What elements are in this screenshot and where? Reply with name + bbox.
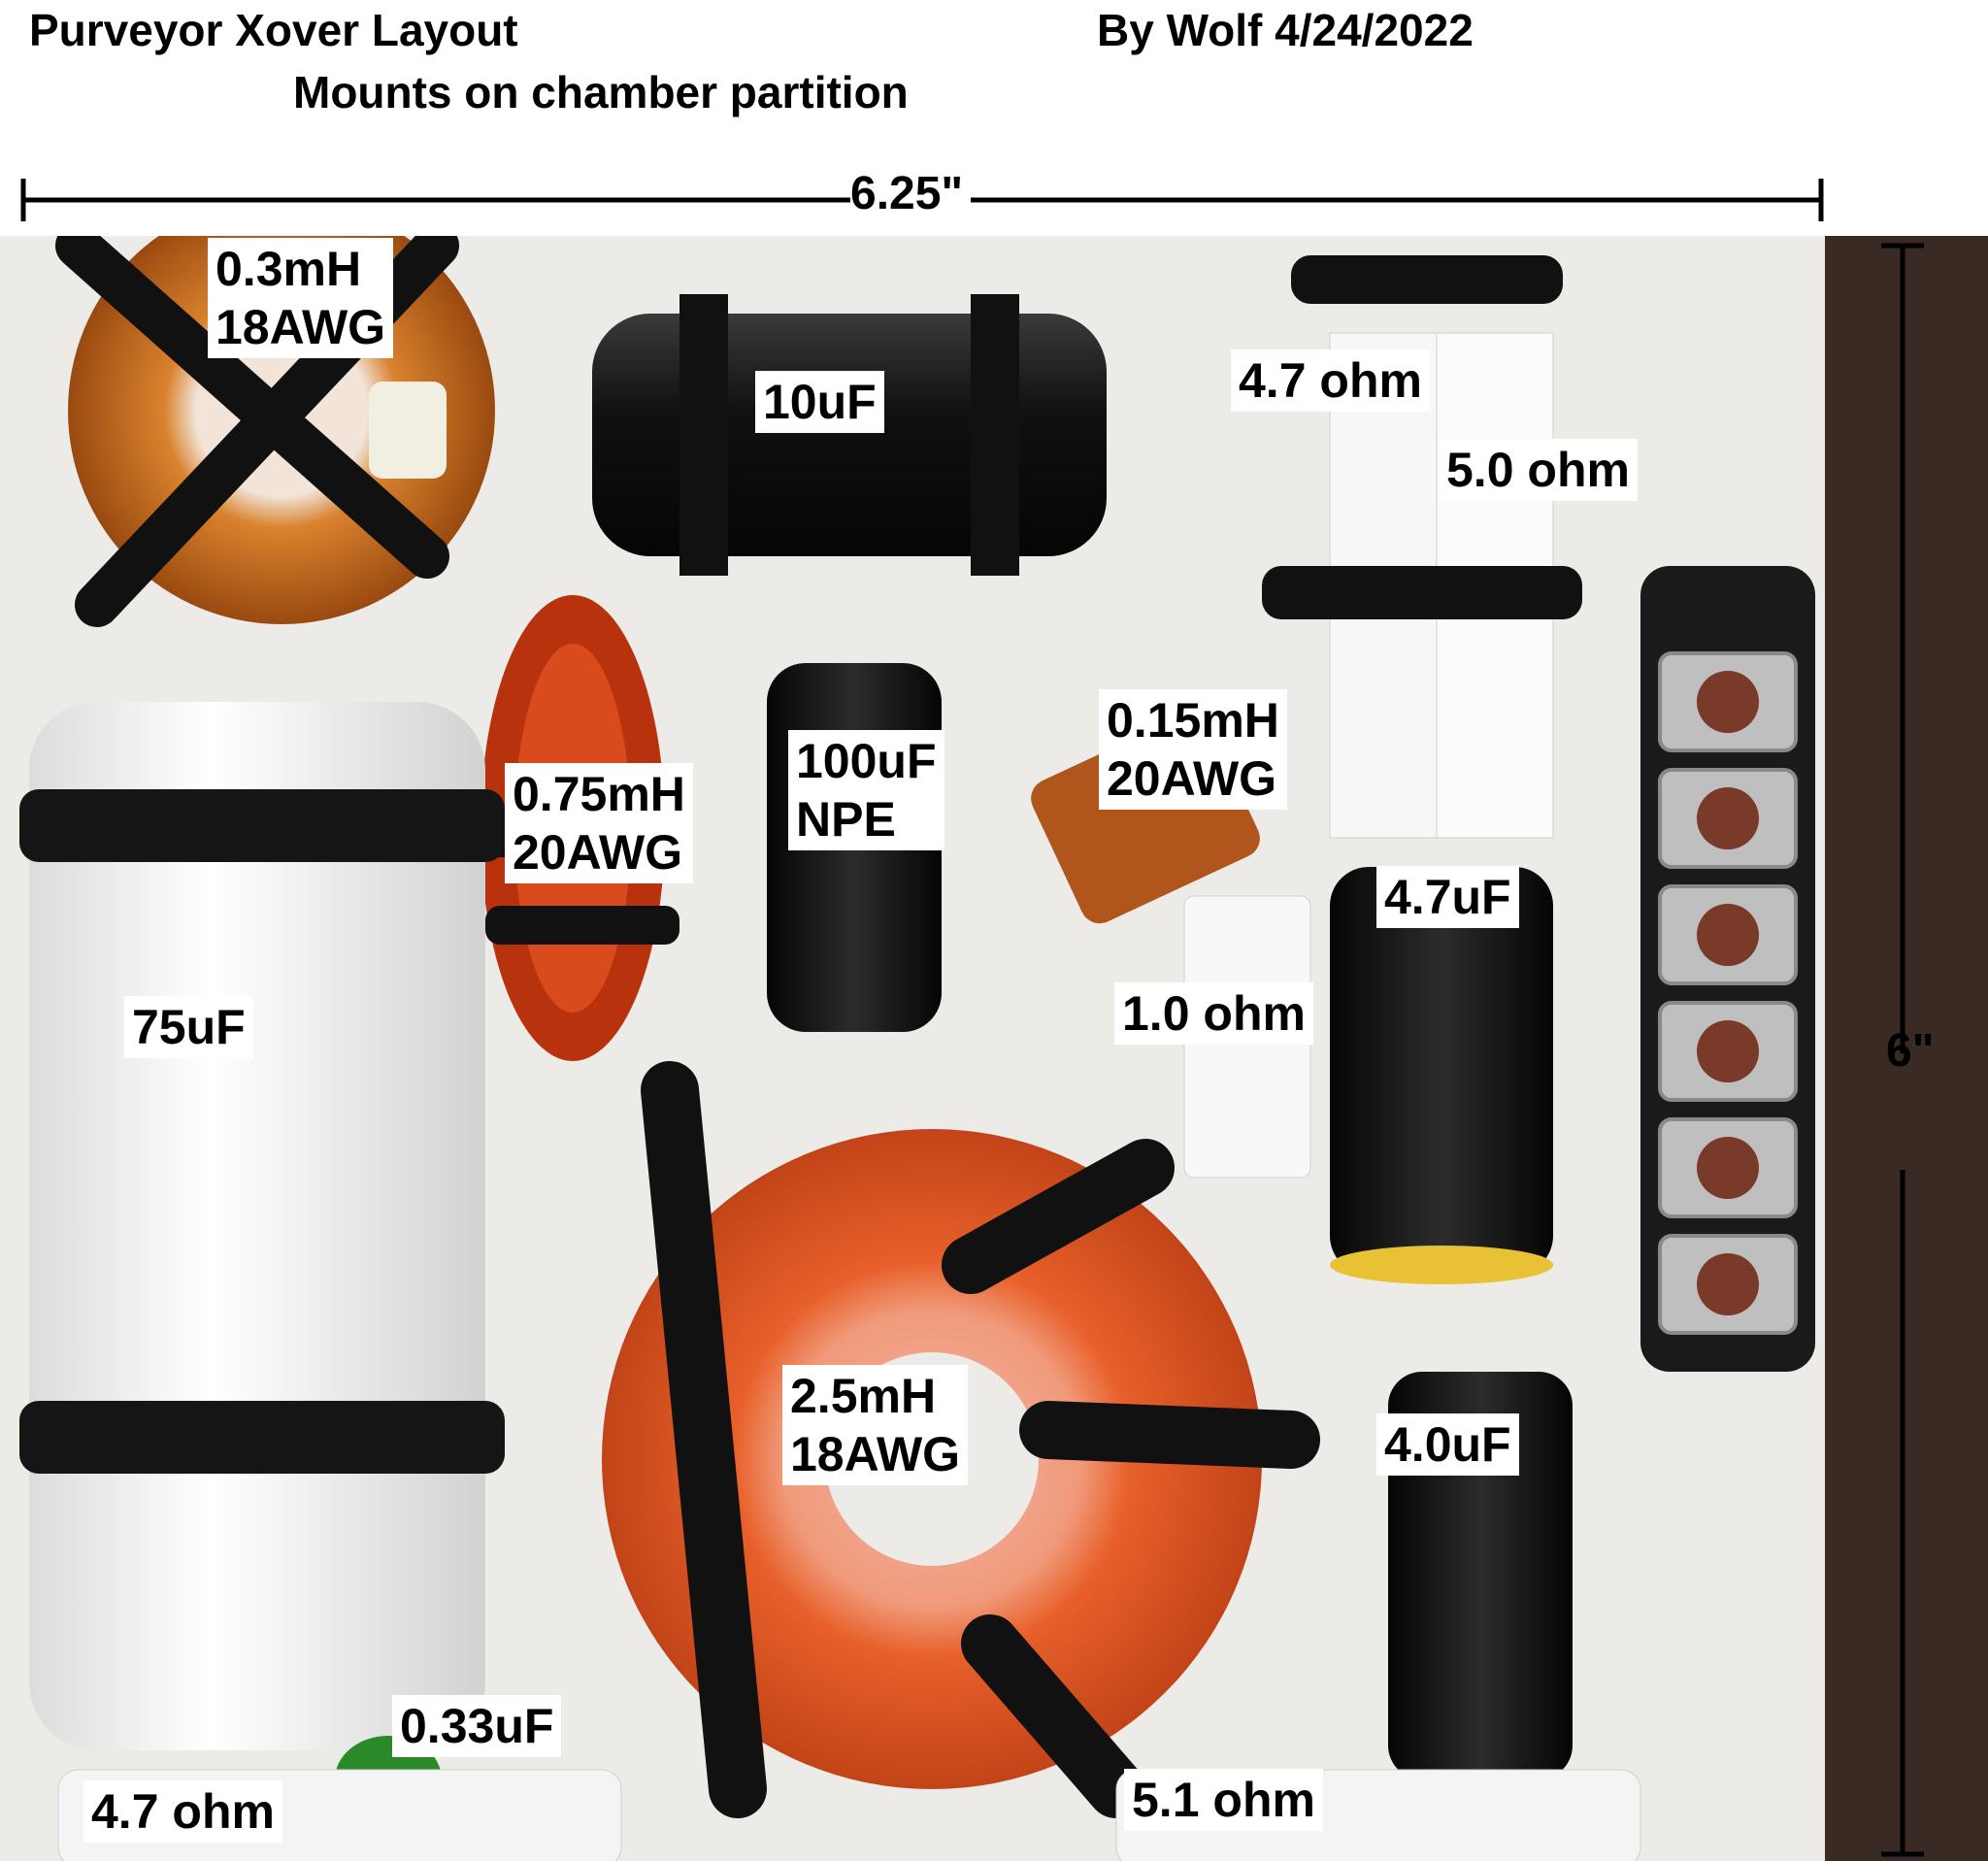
- label-5-0-ohm: 5.0 ohm: [1439, 439, 1638, 501]
- label-4-7uf-cap: 4.7uF: [1376, 866, 1519, 928]
- height-dimension-line: [1881, 243, 1924, 1857]
- height-dimension-label: 6": [1886, 1025, 1935, 1077]
- label-75uf-cap: 75uF: [124, 996, 253, 1058]
- crossover-board-photo: [0, 236, 1988, 1861]
- header-author-date: By Wolf 4/24/2022: [1097, 5, 1474, 55]
- label-4-0uf-cap: 4.0uF: [1376, 1413, 1519, 1476]
- header-title: Purveyor Xover Layout: [29, 5, 518, 55]
- label-10uf-cap: 10uF: [755, 371, 884, 433]
- label-0-33uf-cap: 0.33uF: [392, 1695, 562, 1757]
- label-4-7-ohm-bottom: 4.7 ohm: [83, 1780, 282, 1843]
- label-1-0-ohm: 1.0 ohm: [1114, 982, 1313, 1045]
- width-dimension-line: [20, 179, 1824, 221]
- label-5-1-ohm: 5.1 ohm: [1124, 1769, 1323, 1831]
- header-subtitle: Mounts on chamber partition: [293, 67, 909, 117]
- width-dimension-label: 6.25": [850, 167, 964, 220]
- label-4-7-ohm-top: 4.7 ohm: [1231, 349, 1430, 412]
